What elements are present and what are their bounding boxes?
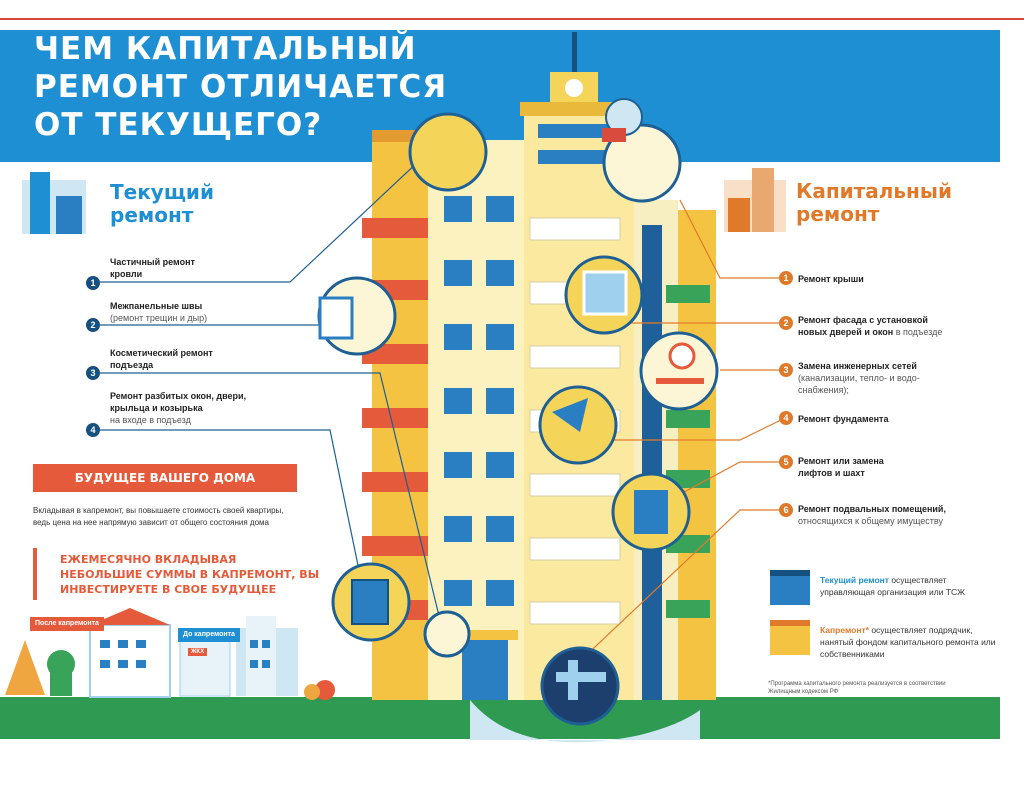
entrance-door <box>462 640 508 700</box>
legend-current-label: Текущий ремонт <box>820 575 889 585</box>
footnote: *Программа капитального ремонта реализуе… <box>768 681 946 695</box>
water-shadow <box>470 700 700 743</box>
main-block <box>428 140 524 700</box>
capital-item-number: 6 <box>779 503 793 517</box>
current-item-label: Межпанельные швы <box>110 301 203 311</box>
capital-repair-title-line: ремонт <box>796 202 880 226</box>
entrance-canopy <box>452 630 518 640</box>
capital-item-number: 1 <box>779 271 793 285</box>
windows <box>444 124 628 606</box>
current-item-label: Частичный ремонт кровли <box>110 257 195 279</box>
zhkh-sign: ЖКХ <box>188 648 208 656</box>
capital-item-sub: относящихся к общему имуществу <box>798 516 944 526</box>
current-item-number: 1 <box>86 276 100 290</box>
current-item-number: 3 <box>86 366 100 380</box>
page-title-line: ОТ ТЕКУЩЕГО? <box>34 107 323 143</box>
current-item: Частичный ремонт кровли <box>110 256 220 280</box>
capital-item: Замена инженерных сетей (канализации, те… <box>798 360 948 396</box>
capital-item-number: 2 <box>779 316 793 330</box>
capital-item-label: Ремонт фундамента <box>798 414 889 424</box>
capital-item: Ремонт или замена лифтов и шахт <box>798 455 908 479</box>
page-title-line: РЕМОНТ ОТЛИЧАЕТСЯ <box>34 69 448 105</box>
legend-capital-text: осуществляет подрядчик, нанятый фондом к… <box>820 625 996 659</box>
elevator-shaft <box>642 225 662 700</box>
left-callout-lines <box>100 159 441 621</box>
capital-item-sub: в подъезде <box>895 327 943 337</box>
capital-item-label: Ремонт фасада с установкой новых дверей … <box>798 315 928 337</box>
current-item-number: 2 <box>86 318 100 332</box>
capital-item: Ремонт подвальных помещений, относящихся… <box>798 503 948 527</box>
capital-house-icon <box>724 168 786 232</box>
page-title-line: ЧЕМ КАПИТАЛЬНЫЙ <box>34 31 417 67</box>
tower-roof <box>520 102 630 116</box>
capital-item: Ремонт фасада с установкой новых дверей … <box>798 314 948 338</box>
capital-item: Ремонт крыши <box>798 273 948 285</box>
capital-repair-title-line: Капитальный <box>796 179 952 203</box>
antenna <box>572 32 577 72</box>
bubble-details <box>318 128 704 700</box>
legend-current-icon <box>770 570 810 605</box>
capital-item-number: 4 <box>779 411 793 425</box>
legend-capital-label: Капремонт* <box>820 625 869 635</box>
capital-item-label: Ремонт или замена лифтов и шахт <box>798 456 884 478</box>
tower-window <box>565 79 583 97</box>
invest-accent-bar <box>33 548 37 600</box>
legend-current-text: осуществляет управляющая организация или… <box>820 575 965 597</box>
page-title: ЧЕМ КАПИТАЛЬНЫЙ РЕМОНТ ОТЛИЧАЕТСЯ ОТ ТЕК… <box>34 30 454 144</box>
capital-item-label: Замена инженерных сетей <box>798 361 917 371</box>
current-item: Косметический ремонт подъезда <box>110 347 220 371</box>
current-item: Межпанельные швы (ремонт трещин и дыр) <box>110 300 250 324</box>
current-repair-title-line: Текущий <box>110 180 214 204</box>
current-item-sub: (ремонт трещин и дыр) <box>110 313 208 323</box>
current-item-number: 4 <box>86 423 100 437</box>
capital-item-label: Ремонт крыши <box>798 274 864 284</box>
right-callout-lines <box>559 199 786 681</box>
capital-item-sub: (канализации, тепло- и водо-снабжения); <box>798 373 920 395</box>
capital-item-number: 3 <box>779 363 793 377</box>
invest-slogan: ЕЖЕМЕСЯЧНО ВКЛАДЫВАЯ НЕБОЛЬШИЕ СУММЫ В К… <box>60 553 320 596</box>
future-text: Вкладывая в капремонт, вы повышаете стои… <box>33 506 284 527</box>
current-item-label: Косметический ремонт подъезда <box>110 348 213 370</box>
current-item-label: Ремонт разбитых окон, двери, крыльца и к… <box>110 391 247 413</box>
current-item-sub: на входе в подъезд <box>110 415 191 425</box>
before-repair-flag: До капремонта <box>178 628 240 642</box>
right-wing <box>678 210 716 700</box>
town-illustration <box>5 608 335 700</box>
future-banner: БУДУЩЕЕ ВАШЕГО ДОМА <box>33 464 297 492</box>
capital-item: Ремонт фундамента <box>798 413 948 425</box>
current-repair-title-line: ремонт <box>110 203 194 227</box>
legend-current: Текущий ремонт осуществляет управляющая … <box>820 574 1000 598</box>
legend-capital: Капремонт* осуществляет подрядчик, нанят… <box>820 624 1000 660</box>
current-house-icon <box>22 172 86 234</box>
after-repair-flag: После капремонта <box>30 617 104 631</box>
capital-item-label: Ремонт подвальных помещений, <box>798 504 946 514</box>
current-repair-title: Текущий ремонт <box>110 181 214 227</box>
top-rule <box>0 18 1024 20</box>
current-item: Ремонт разбитых окон, двери, крыльца и к… <box>110 390 260 426</box>
capital-repair-title: Капитальный ремонт <box>796 180 952 226</box>
capital-item-number: 5 <box>779 455 793 469</box>
legend-capital-icon <box>770 620 810 655</box>
